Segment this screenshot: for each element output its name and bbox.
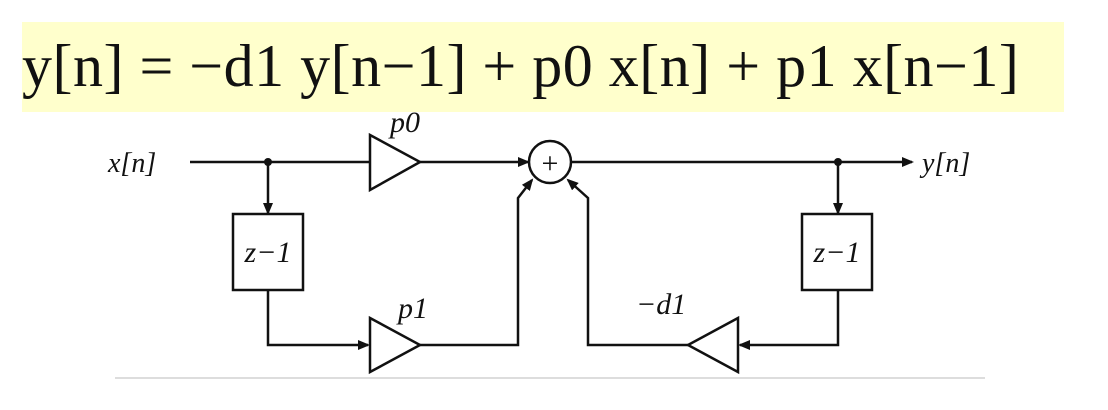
p1-to-adder <box>420 178 534 347</box>
difference-equation: y[n] = −d1 y[n−1] + p0 x[n] + p1 x[n−1] <box>22 22 1062 110</box>
gain-p1-triangle <box>368 315 423 375</box>
adder-symbol: + <box>542 147 559 180</box>
gain-p1-label: p1 <box>396 292 428 325</box>
input-junction-dot <box>264 158 272 166</box>
gain-d1-triangle <box>685 315 740 375</box>
gain-d1-label: −d1 <box>636 288 686 321</box>
gain-p0-triangle <box>368 132 423 193</box>
delay-right-label: z−1 <box>813 236 861 269</box>
delay-to-d1 <box>738 290 840 350</box>
output-junction-dot <box>834 158 842 166</box>
adder-circle <box>527 139 573 185</box>
delay-to-p1 <box>266 290 370 350</box>
output-label: y[n] <box>919 148 970 179</box>
delay-left-box <box>231 212 305 292</box>
delay-right-box <box>800 212 874 292</box>
input-label: x[n] <box>107 148 156 179</box>
gain-p0-label: p0 <box>388 106 420 139</box>
equation-text: y[n] = −d1 y[n−1] + p0 x[n] + p1 x[n−1] <box>22 32 1020 99</box>
d1-to-adder <box>566 178 688 347</box>
equation-highlight <box>22 22 1064 112</box>
delay-left-label: z−1 <box>244 236 292 269</box>
